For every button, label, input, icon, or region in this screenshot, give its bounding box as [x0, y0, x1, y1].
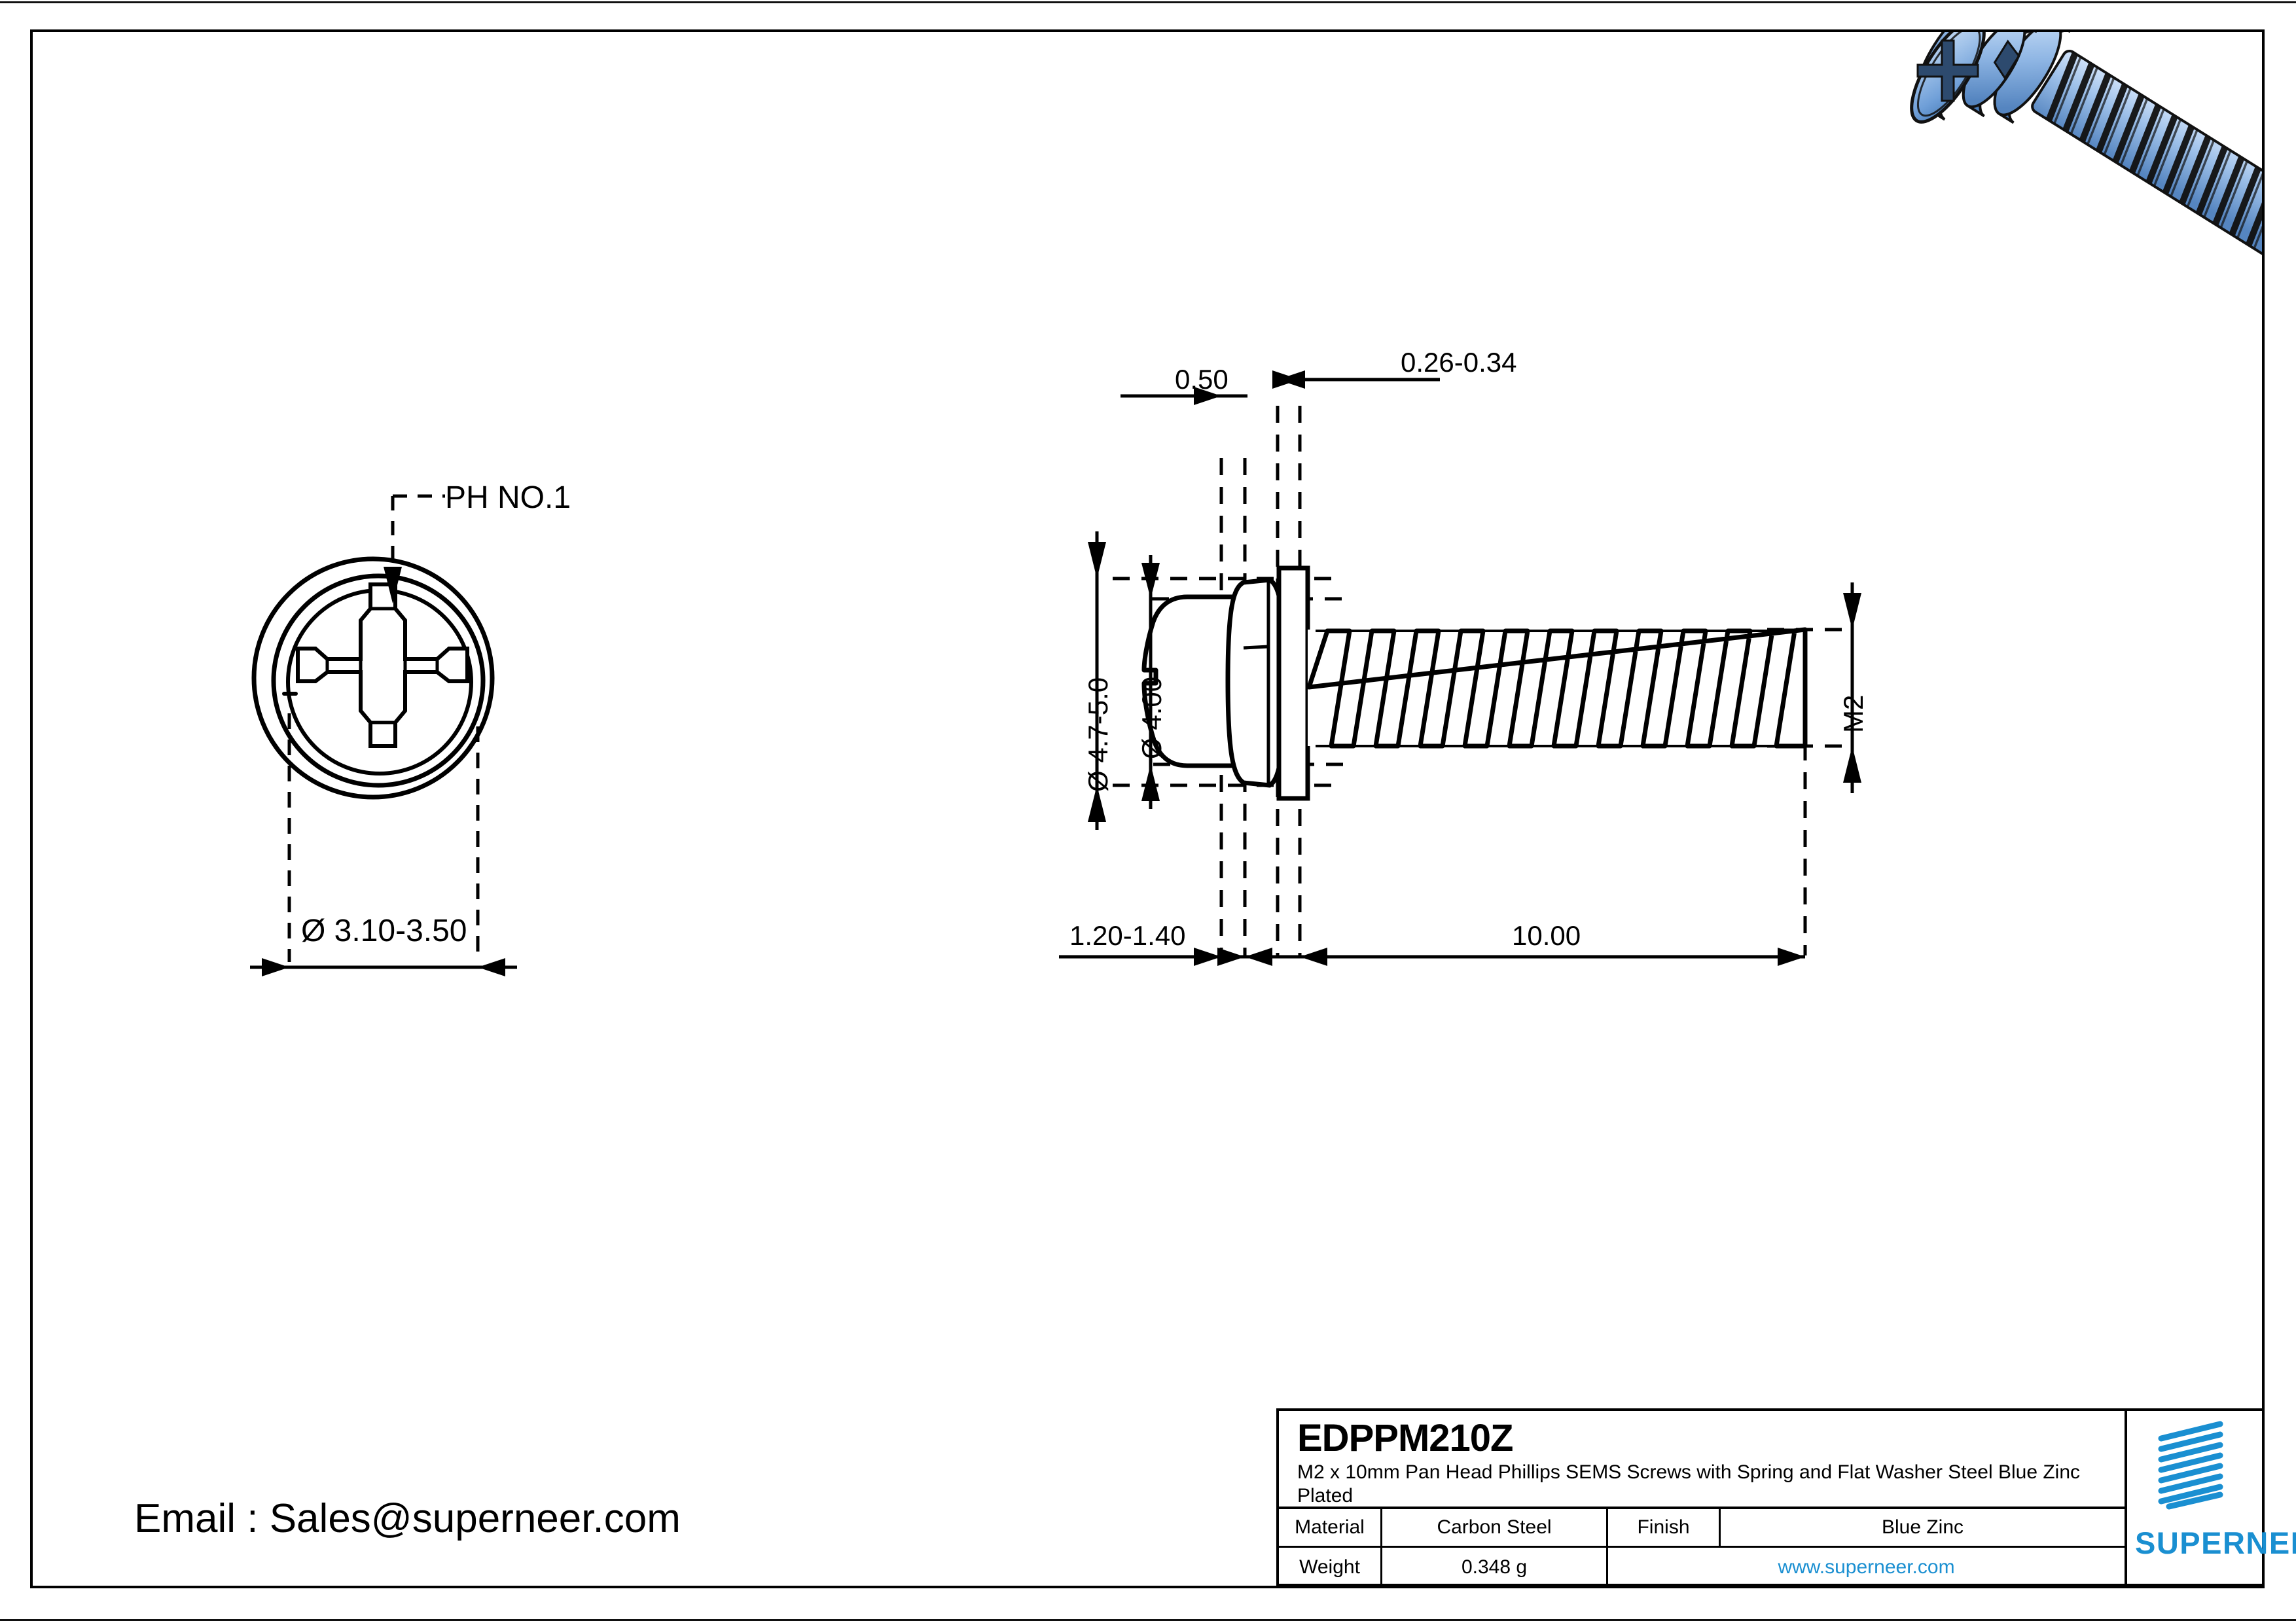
- dim-head-height-label: 0.50: [1175, 364, 1229, 395]
- weight-value: 0.348 g: [1382, 1548, 1608, 1586]
- dim-washer-thickness-label: 0.26-0.34: [1401, 347, 1517, 378]
- top-view-diameter-label: Ø 3.10-3.50: [301, 914, 467, 948]
- dim-head-thickness-label: 1.20-1.40: [1069, 920, 1186, 951]
- page-edge-bottom: [0, 1619, 2296, 1621]
- finish-value: Blue Zinc: [1881, 1516, 1964, 1538]
- title-block-header: EDPPM210Z M2 x 10mm Pan Head Phillips SE…: [1279, 1411, 2125, 1509]
- company-name: SUPERNEER: [2135, 1525, 2296, 1560]
- logo-cell: [2127, 1408, 2265, 1586]
- email-text: Email : Sales@superneer.com: [134, 1496, 681, 1541]
- dim-head-diameter-label: Ø 4.7-5.0: [1083, 677, 1113, 792]
- website-link[interactable]: www.superneer.com: [1778, 1556, 1955, 1578]
- finish-label: Finish: [1608, 1509, 1721, 1546]
- material-label: Material: [1279, 1509, 1382, 1546]
- title-block-row-material: Material Carbon Steel Finish Blue Zinc: [1279, 1509, 2125, 1548]
- drawing-frame-border: [30, 29, 2265, 1588]
- weight-label: Weight: [1279, 1548, 1382, 1586]
- title-block-row-weight: Weight 0.348 g www.superneer.com: [1279, 1548, 2125, 1586]
- page-edge-top: [0, 1, 2296, 3]
- dim-thread-length-label: 10.00: [1512, 920, 1581, 951]
- part-number: EDPPM210Z: [1297, 1417, 1513, 1459]
- superneer-logo-icon: [2158, 1421, 2223, 1510]
- dim-washer-diameter-label: Ø 4.00: [1136, 676, 1167, 759]
- material-value: Carbon Steel: [1382, 1509, 1608, 1546]
- dim-thread-size-label: M2: [1838, 694, 1869, 733]
- part-description: M2 x 10mm Pan Head Phillips SEMS Screws …: [1297, 1461, 2081, 1507]
- title-block: EDPPM210Z M2 x 10mm Pan Head Phillips SE…: [1276, 1408, 2127, 1586]
- ph-callout-label: PH NO.1: [445, 480, 571, 515]
